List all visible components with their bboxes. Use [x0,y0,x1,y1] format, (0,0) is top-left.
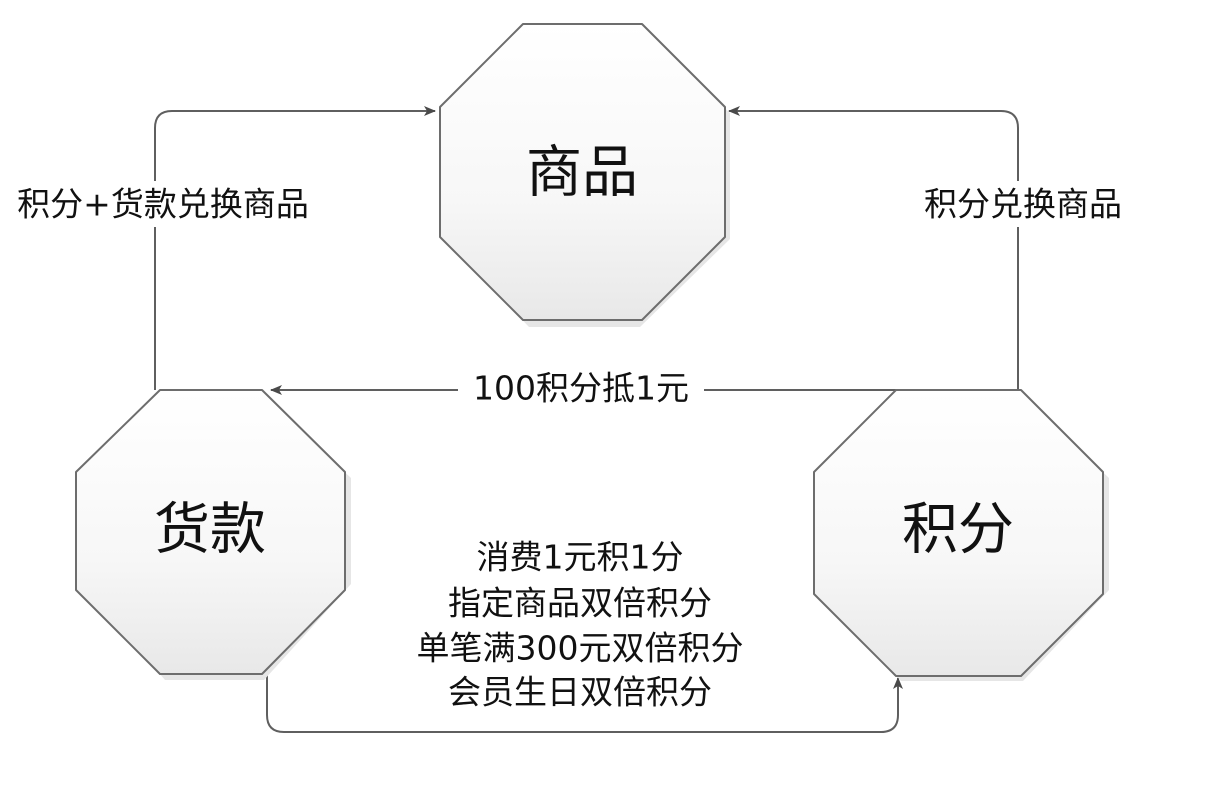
edge-label-payment-to-goods: 积分+货款兑换商品 [17,185,309,224]
node-payment-octagon [75,389,346,675]
edge-label-points-to-payment: 100积分抵1元 [473,369,689,408]
connector-payment-to-goods [154,106,436,390]
edge-label-payment-to-points: 消费1元积1分 指定商品双倍积分 单笔满300元双倍积分 会员生日双倍积分 [417,538,744,712]
edge-label-bg-points-payment [458,366,704,412]
edge-label-points-to-goods: 积分兑换商品 [924,185,1122,224]
connector-points-to-goods [728,106,1019,390]
node-payment-label: 货款 [154,498,266,563]
node-points: 积分 [813,389,1109,681]
edge-label-bg-payment-goods [0,181,330,227]
node-goods-label: 商品 [526,141,638,206]
node-goods: 商品 [439,23,730,327]
node-goods-octagon [439,23,726,321]
node-points-label: 积分 [902,498,1014,563]
node-points-octagon [813,389,1104,677]
edge-label-bg-points-goods [910,181,1138,227]
rule-line-3: 单笔满300元双倍积分 [417,629,744,668]
connector-payment-to-points [266,672,903,733]
rule-line-1: 消费1元积1分 [477,538,684,577]
rule-line-2: 指定商品双倍积分 [448,584,712,623]
rule-line-4: 会员生日双倍积分 [448,673,712,712]
node-payment: 货款 [75,389,351,680]
